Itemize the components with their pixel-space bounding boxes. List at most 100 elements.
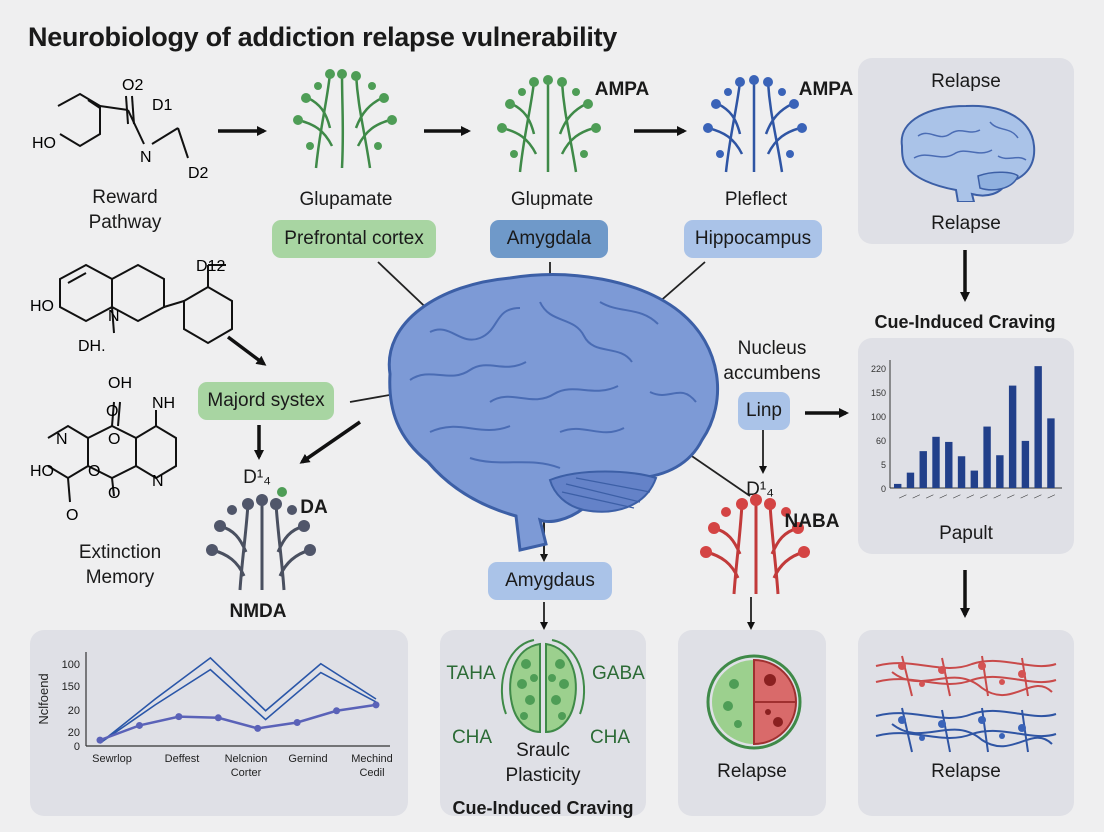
line-chart-x-tick: Cedil — [359, 767, 384, 779]
svg-text:D12: D12 — [196, 258, 225, 275]
svg-text:HO: HO — [30, 463, 54, 480]
pill-prefrontal-cortex[interactable]: Prefrontal cortex — [272, 220, 436, 258]
line-chart-x-tick: Gernind — [288, 753, 327, 765]
line-point — [96, 736, 104, 744]
bar-chart-x-tick: — — [924, 490, 935, 502]
svg-text:O: O — [106, 403, 118, 420]
svg-text:N: N — [108, 308, 120, 325]
svg-text:O: O — [108, 485, 120, 502]
bar-chart-x-tick: — — [951, 490, 962, 502]
line-chart-x-tick: Nelcnion — [225, 753, 268, 765]
network-panel: Relapse — [858, 630, 1074, 816]
bar-chart-x-tick: — — [897, 490, 908, 502]
receptor-pleflect-icon — [703, 75, 807, 173]
receptor-glupamate-icon — [293, 69, 397, 169]
cha-left-label: CHA — [451, 727, 493, 748]
pill-linp[interactable]: Linp — [738, 392, 790, 430]
line-point — [372, 701, 380, 709]
cha-right-label: CHA — [589, 727, 631, 748]
receptor-nmda-icon — [206, 487, 316, 591]
bar-chart-x-tick: — — [965, 490, 976, 502]
bar — [983, 426, 991, 488]
svg-text:HO: HO — [30, 298, 54, 315]
bar — [894, 483, 902, 488]
gaba-label: GABA — [592, 663, 645, 684]
bar-chart-caption: Papult — [939, 523, 993, 544]
bar-chart-x-tick: — — [1046, 490, 1057, 502]
d14-label-right: D¹₄ — [746, 479, 774, 500]
bar — [1034, 366, 1042, 488]
pill-amygdaus[interactable]: Amygdaus — [488, 562, 612, 600]
line-point — [175, 713, 183, 721]
naba-label: NABA — [784, 511, 840, 532]
line-point — [135, 721, 143, 729]
line-chart-y-tick: 20 — [68, 727, 80, 739]
ampa-label-2: AMPA — [798, 79, 854, 100]
receptor-glupmate-icon — [497, 75, 601, 173]
bar-chart-x-tick: — — [992, 490, 1003, 502]
line-point — [214, 714, 222, 722]
bar-chart-y-tick: 60 — [876, 436, 886, 446]
da-label: DA — [300, 497, 328, 518]
svg-text:D2: D2 — [188, 165, 209, 182]
bar — [906, 472, 915, 488]
relapse-panel-title: Relapse — [931, 71, 1001, 92]
svg-text:O: O — [108, 431, 120, 448]
relapse-panel: Relapse Relapse — [858, 58, 1074, 244]
bar-chart-x-tick: — — [1019, 490, 1030, 502]
line-point — [254, 724, 262, 732]
nmda-label: NMDA — [229, 601, 287, 622]
bar-chart-x-tick: — — [1005, 490, 1016, 502]
bar-chart-x-tick: — — [938, 490, 949, 502]
line-chart-y-tick: 150 — [62, 681, 80, 693]
d14-label-left: D¹₄ — [243, 467, 271, 488]
bar — [932, 436, 940, 488]
svg-text:O: O — [66, 507, 78, 524]
line-series — [99, 668, 377, 744]
bar-chart-y-tick: 0 — [881, 484, 886, 494]
svg-text:O: O — [88, 463, 100, 480]
cell-panel-caption: Relapse — [717, 761, 787, 782]
line-chart-y-tick: 100 — [62, 659, 80, 671]
svg-text:HO: HO — [32, 135, 56, 152]
bar — [957, 456, 966, 488]
diagram-title: Neurobiology of addiction relapse vulner… — [28, 22, 617, 52]
bar — [1021, 440, 1030, 488]
cue-craving-bottom-label: Cue-Induced Craving — [452, 798, 634, 818]
receptor-glupmate-label: Glupmate — [510, 189, 594, 210]
pill-hippocampus[interactable]: Hippocampus — [684, 220, 822, 258]
svg-text:DH.: DH. — [78, 338, 106, 355]
pill-majord-systex[interactable]: Majord systex — [198, 382, 334, 420]
bar — [1008, 385, 1017, 488]
svg-text:O2: O2 — [122, 77, 143, 94]
pill-amygdala[interactable]: Amygdala — [490, 220, 608, 258]
flow-arrows — [218, 126, 970, 618]
line-chart-y-label: Nclfoend — [36, 673, 51, 724]
bar-chart-x-tick: — — [1032, 490, 1043, 502]
network-panel-caption: Relapse — [931, 761, 1001, 782]
svg-text:N: N — [152, 473, 164, 490]
svg-text:NH: NH — [152, 395, 175, 412]
synapse-icon — [500, 639, 586, 734]
bar-chart-y-tick: 100 — [871, 412, 886, 422]
svg-text:N: N — [140, 149, 152, 166]
svg-text:OH: OH — [108, 375, 132, 392]
cell-icon — [706, 654, 802, 750]
line-point — [333, 707, 341, 715]
receptor-pleflect-label: Pleflect — [724, 189, 788, 210]
brain-icon — [387, 273, 720, 552]
molecule-reward-icon: O2 D1 HO N D2 — [32, 77, 209, 182]
line-chart-x-tick: Corter — [231, 767, 262, 779]
relapse-brain-icon — [900, 104, 1036, 202]
bar-chart-y-tick: 5 — [881, 460, 886, 470]
svg-text:N: N — [56, 431, 68, 448]
receptor-glupamate-label: Glupamate — [299, 189, 393, 210]
molecule-d12-icon: D12 HO N DH. — [30, 258, 233, 355]
